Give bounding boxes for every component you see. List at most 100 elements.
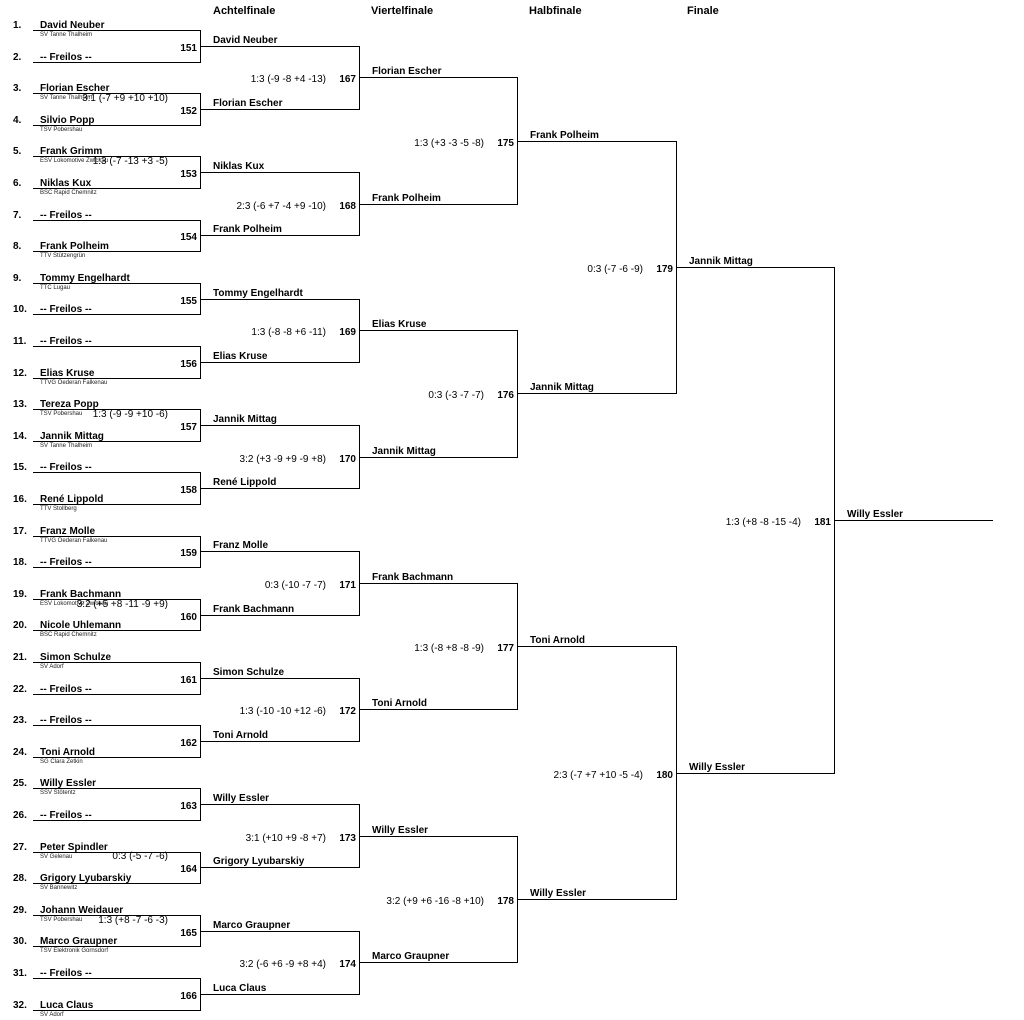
- entry-line: [33, 314, 200, 316]
- round-header: Finale: [687, 5, 719, 17]
- seed-number: 21.: [13, 652, 27, 663]
- match-score: 1:3 (+8 -7 -6 -3): [98, 914, 168, 926]
- winner-name: Frank Polheim: [372, 192, 441, 204]
- winner-line: [200, 930, 359, 932]
- winner-line: [517, 393, 676, 395]
- winner-line: [200, 741, 359, 742]
- match-number: 154: [180, 232, 197, 244]
- entry-line: [33, 472, 200, 474]
- player-club: BSC Rapid Chemnitz: [40, 190, 97, 196]
- winner-line: [359, 835, 517, 837]
- player-club: SV Tanne Thalheim: [40, 32, 93, 38]
- match-score: 1:3 (+8 -8 -15 -4): [725, 516, 801, 528]
- player-name: René Lippold: [40, 494, 104, 505]
- winner-line: [200, 867, 359, 869]
- winner-name: Franz Molle: [213, 540, 269, 552]
- winner-line: [359, 330, 517, 332]
- match-score: 3:1 (-7 +9 +10 +10): [82, 93, 168, 104]
- entry-line: [33, 756, 200, 758]
- match-number: 175: [497, 137, 514, 149]
- winner-line: [359, 709, 517, 711]
- winner-name: Frank Polheim: [213, 224, 282, 236]
- winner-name: Florian Escher: [213, 98, 283, 109]
- entry-line: [33, 440, 200, 442]
- entry-line: [33, 346, 200, 347]
- match-number: 169: [339, 327, 356, 339]
- seed-number: 15.: [13, 462, 27, 474]
- player-name: Jannik Mittag: [40, 430, 104, 442]
- winner-name: Toni Arnold: [530, 635, 585, 647]
- match-score: 3:1 (+10 +9 -8 +7): [245, 832, 326, 844]
- winner-line: [359, 203, 517, 205]
- winner-name: Niklas Kux: [213, 161, 265, 173]
- player-club: BSC Rapid Chemnitz: [40, 632, 97, 639]
- seed-number: 23.: [13, 715, 27, 727]
- match-number: 159: [180, 548, 197, 560]
- player-name: Simon Schulze: [40, 652, 112, 663]
- winner-line: [834, 519, 993, 521]
- match-number: 151: [180, 42, 197, 54]
- player-name: -- Freilos --: [40, 462, 92, 474]
- match-number: 153: [180, 169, 197, 181]
- seed-number: 17.: [13, 525, 27, 537]
- winner-line: [200, 804, 359, 806]
- match-number: 156: [180, 358, 197, 370]
- player-name: Luca Claus: [40, 999, 94, 1011]
- player-club: TSV Pobershau: [40, 411, 83, 418]
- round-header: Achtelfinale: [213, 5, 276, 17]
- player-club: SG Clara Zetkin: [40, 758, 83, 765]
- winner-line: [200, 488, 359, 490]
- seed-number: 14.: [13, 430, 27, 442]
- match-number: 165: [180, 927, 197, 939]
- entry-line: [33, 662, 200, 663]
- entry-line: [33, 219, 200, 221]
- match-score: 1:3 (-8 +8 -8 -9): [414, 643, 484, 655]
- round-header: Halbfinale: [529, 5, 582, 17]
- winner-name: Frank Bachmann: [372, 572, 454, 583]
- match-score: 1:3 (-9 -8 +4 -13): [250, 74, 326, 86]
- seed-number: 19.: [13, 588, 27, 600]
- entry-line: [33, 851, 200, 853]
- winner-name: Willy Essler: [372, 824, 429, 836]
- player-club: TTVG Oederan Falkenau: [40, 379, 108, 386]
- winner-name: Luca Claus: [213, 982, 267, 994]
- match-number: 161: [180, 674, 197, 686]
- winner-name: Jannik Mittag: [213, 414, 277, 425]
- winner-name: Marco Graupner: [213, 919, 291, 931]
- winner-line: [517, 140, 676, 142]
- winner-name: Simon Schulze: [213, 666, 285, 678]
- player-name: -- Freilos --: [40, 683, 92, 695]
- seed-number: 2.: [13, 51, 22, 63]
- winner-name: Frank Polheim: [530, 129, 599, 141]
- seed-number: 32.: [13, 999, 27, 1011]
- player-name: Elias Kruse: [40, 367, 95, 379]
- seed-number: 30.: [13, 936, 27, 948]
- player-name: Frank Polheim: [40, 241, 109, 253]
- player-name: -- Freilos --: [40, 304, 92, 316]
- winner-line: [200, 172, 359, 174]
- winner-line: [359, 456, 517, 458]
- entry-line: [33, 725, 200, 727]
- player-name: Frank Grimm: [40, 146, 103, 158]
- winner-name: Elias Kruse: [372, 319, 427, 331]
- winner-name: Willy Essler: [689, 761, 746, 773]
- seed-number: 16.: [13, 494, 27, 505]
- entry-line: [33, 61, 200, 63]
- winner-name: Willy Essler: [847, 508, 904, 520]
- seed-number: 28.: [13, 873, 27, 885]
- seed-number: 7.: [13, 209, 22, 221]
- player-name: -- Freilos --: [40, 557, 92, 569]
- winner-name: Elias Kruse: [213, 350, 268, 362]
- entry-line: [33, 978, 200, 979]
- entry-line: [33, 504, 200, 505]
- player-name: Tommy Engelhardt: [40, 272, 130, 284]
- seed-number: 31.: [13, 968, 27, 979]
- player-name: Grigory Lyubarskiy: [40, 873, 132, 885]
- winner-line: [200, 235, 359, 237]
- match-score: 1:3 (+3 -3 -5 -8): [414, 137, 484, 149]
- match-score: 3:2 (+9 +6 -16 -8 +10): [386, 896, 484, 907]
- seed-number: 4.: [13, 114, 22, 126]
- winner-line: [200, 109, 359, 110]
- match-score: 1:3 (-10 -10 +12 -6): [239, 706, 326, 718]
